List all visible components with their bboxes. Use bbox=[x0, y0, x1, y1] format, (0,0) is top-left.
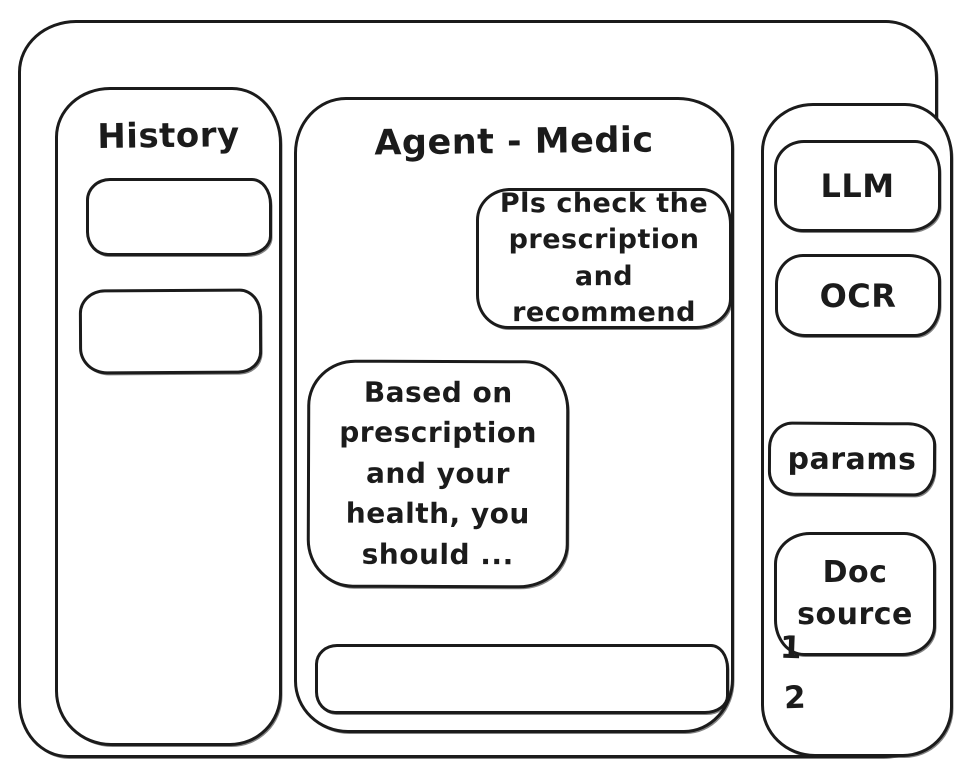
user-message-bubble: Pls check the prescription and recommend bbox=[476, 188, 732, 329]
assistant-message-bubble: Based on prescription and your health, y… bbox=[306, 359, 570, 589]
chat-title: Agent - Medic bbox=[374, 120, 654, 164]
chat-panel: Agent - Medic Pls check the prescription… bbox=[294, 97, 734, 733]
doc-source-button[interactable]: Doc source bbox=[774, 532, 936, 656]
doc-source-item-1[interactable]: 1 bbox=[779, 629, 803, 667]
history-title: History bbox=[97, 115, 240, 157]
ocr-button[interactable]: OCR bbox=[775, 254, 941, 337]
history-item[interactable] bbox=[78, 288, 263, 375]
history-item[interactable] bbox=[86, 178, 272, 256]
doc-source-button-label: Doc source bbox=[797, 555, 913, 632]
params-button-label: params bbox=[787, 441, 917, 477]
assistant-message-text: Based on prescription and your health, y… bbox=[339, 375, 538, 572]
llm-button[interactable]: LLM bbox=[774, 140, 941, 232]
doc-source-item-2[interactable]: 2 bbox=[783, 679, 807, 717]
llm-button-label: LLM bbox=[820, 167, 895, 205]
history-sidebar: History bbox=[55, 87, 282, 746]
app-window: History Agent - Medic Pls check the pres… bbox=[18, 20, 953, 758]
params-button[interactable]: params bbox=[767, 421, 937, 497]
tools-sidebar: LLM OCR params Doc source 1 2 bbox=[761, 103, 953, 757]
ocr-button-label: OCR bbox=[819, 276, 897, 315]
user-message-text: Pls check the prescription and recommend bbox=[499, 187, 709, 328]
chat-input[interactable] bbox=[315, 644, 729, 714]
